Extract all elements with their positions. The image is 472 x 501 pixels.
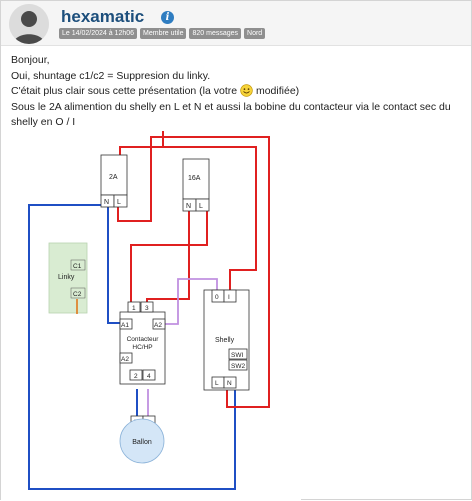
message-count-badge: 820 messages: [189, 28, 242, 39]
avatar[interactable]: [9, 4, 49, 44]
shelly-label: Shelly: [215, 337, 235, 344]
shelly-n: N: [227, 380, 232, 387]
shelly-box: [203, 289, 250, 391]
body-line-4: Sous le 2A alimention du shelly en L et …: [11, 100, 451, 129]
linky-c2-label: C2: [73, 291, 82, 298]
shelly-o: 0: [215, 294, 219, 301]
contactor-a2-left: A2: [121, 356, 129, 363]
ballon-label: Ballon: [132, 439, 152, 446]
breaker-2a-label: 2A: [109, 174, 118, 181]
linky-c1-label: C1: [73, 263, 82, 270]
body-line-3: C'était plus clair sous cette présentati…: [11, 84, 300, 97]
user-badges: Le 14/02/2024 à 12h06 Membre utile 820 m…: [59, 28, 266, 39]
role-badge: Membre utile: [140, 28, 187, 39]
location-badge: Nord: [244, 28, 266, 39]
shelly-sw2: SW2: [231, 363, 245, 370]
shelly-sw1: SWI: [231, 352, 243, 359]
control-wires: [147, 278, 218, 417]
linky-label: Linky: [58, 274, 75, 281]
greeting-text: Bonjour,: [11, 54, 50, 66]
live-wires: [117, 131, 270, 408]
neutral-wires: [28, 204, 236, 490]
breaker-2a-l: L: [117, 199, 121, 206]
contactor-pin-4: 4: [147, 373, 151, 380]
breaker-2a-n: N: [104, 199, 109, 206]
breaker-16a: [182, 158, 210, 200]
username-link[interactable]: hexamatic: [61, 7, 145, 26]
contactor-a2-right: A2: [154, 322, 162, 329]
shelly-l: L: [215, 380, 219, 387]
body-line-2: Oui, shuntage c1/c2 = Suppresion du link…: [11, 69, 211, 82]
breaker-16a-n: N: [186, 203, 191, 210]
contactor-a1: A1: [121, 322, 129, 329]
user-silhouette-icon: [9, 4, 49, 44]
info-badge-icon[interactable]: i: [161, 11, 174, 24]
contactor-label-line2: HC/HP: [132, 344, 152, 351]
post-header: hexamatic i Le 14/02/2024 à 12h06 Membre…: [1, 1, 471, 46]
contactor-pin-1: 1: [132, 305, 136, 312]
linky-box: [48, 242, 88, 314]
contactor-label-line1: Contacteur: [127, 336, 160, 343]
contactor-pin-3: 3: [145, 305, 149, 312]
breaker-16a-label: 16A: [188, 175, 201, 182]
ballon-circle: [119, 418, 165, 464]
breaker-16a-l: L: [199, 203, 203, 210]
wiring-diagram[interactable]: Linky C1 C2 2A N L: [1, 127, 301, 501]
shelly-i: I: [228, 294, 230, 301]
contactor-pin-2: 2: [134, 373, 138, 380]
smiley-icon: [240, 84, 253, 97]
post-body: Bonjour, Oui, shuntage c1/c2 = Suppresio…: [11, 53, 466, 131]
post-date-badge: Le 14/02/2024 à 12h06: [59, 28, 138, 39]
